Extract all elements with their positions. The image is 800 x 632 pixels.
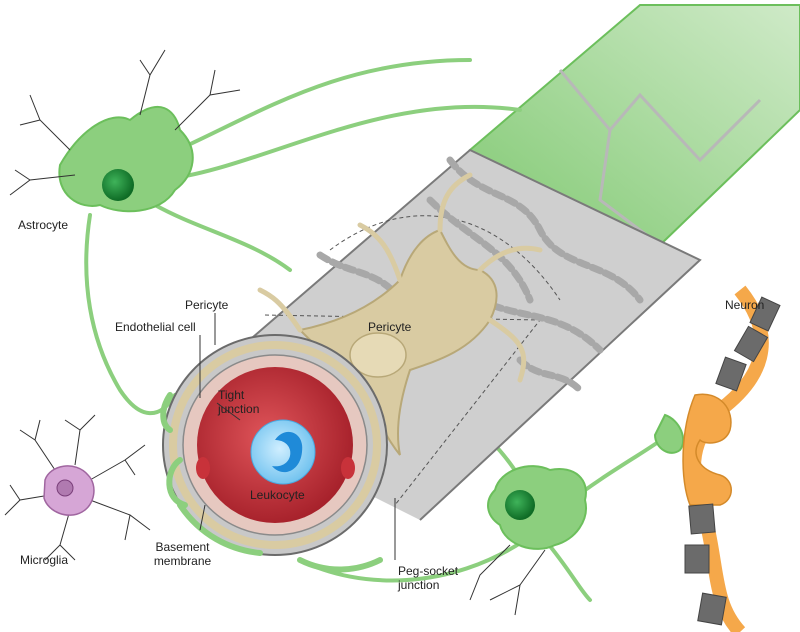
leukocyte-label: Leukocyte: [250, 488, 305, 502]
astrocyte-top-left: [9, 49, 241, 213]
astrocyte-bottom: [469, 413, 685, 616]
endothelial-cell-label: Endothelial cell: [115, 320, 196, 334]
basement-membrane-label: Basement membrane: [153, 540, 212, 568]
astrocyte-label: Astrocyte: [18, 218, 69, 232]
neuron-axon: [682, 285, 781, 632]
pericyte-cell: [257, 172, 543, 456]
microglia-cell: [4, 414, 151, 561]
peg-socket-junction-label: Peg-socket junction: [398, 564, 459, 592]
microglia-label: Microglia: [20, 553, 69, 567]
neuron-label: Neuron: [725, 298, 765, 312]
pericyte-label-top: Pericyte: [185, 298, 229, 312]
pericyte-body-label: Pericyte: [368, 320, 412, 334]
astrocyte-processes: [84, 58, 677, 602]
leader-lines: [199, 313, 396, 560]
tight-junction-label: Tight junction: [218, 388, 260, 416]
vessel-cross-section: [160, 334, 388, 573]
